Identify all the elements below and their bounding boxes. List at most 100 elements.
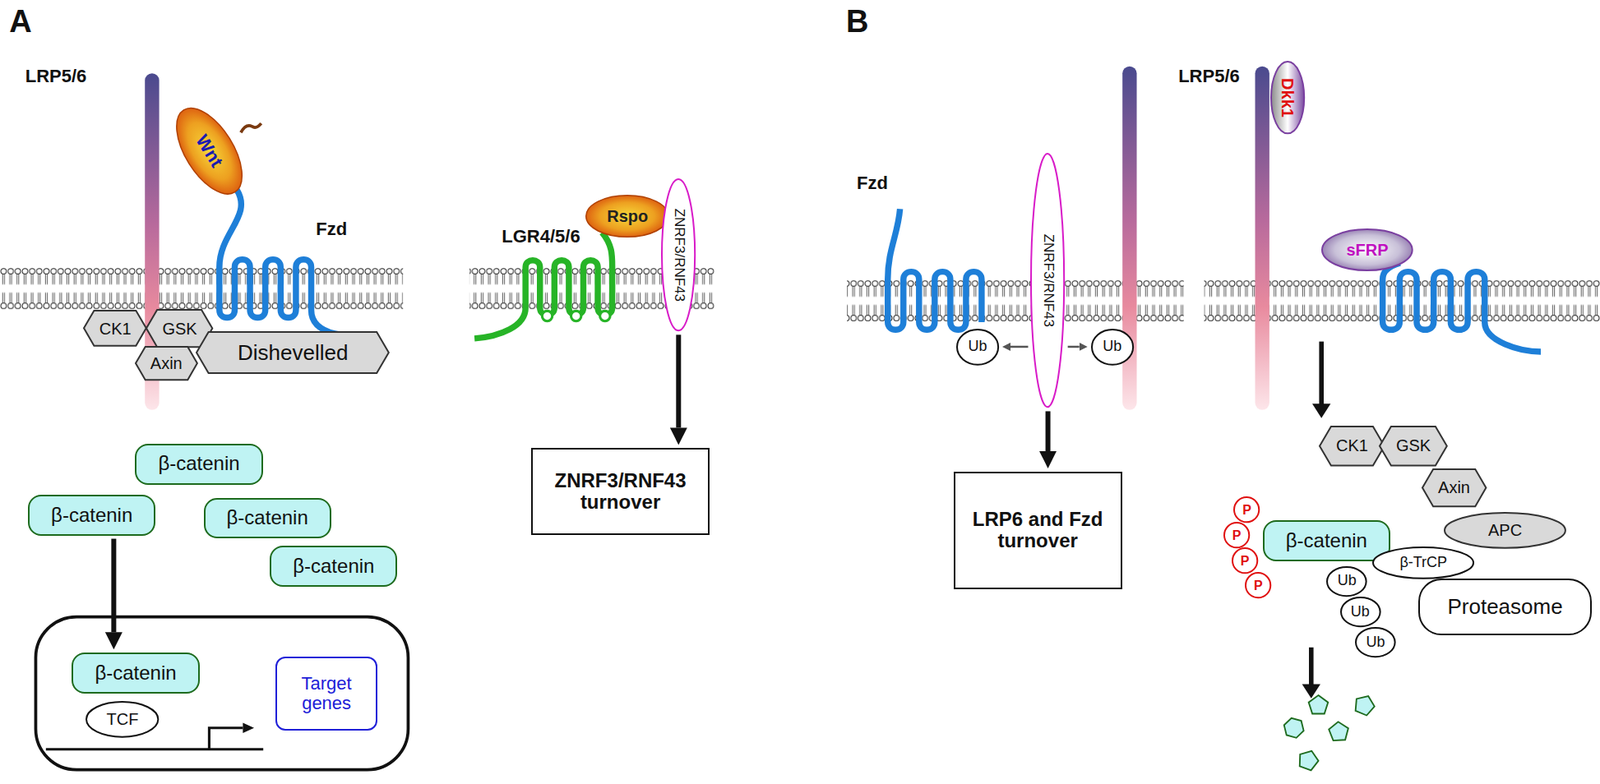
node-text: β-catenin: [157, 453, 240, 475]
complex-protein: CK1: [1318, 425, 1386, 468]
phosphate-circle: P: [1244, 572, 1272, 599]
frizzled-receptor: [1382, 263, 1541, 352]
sfrp-inhibitor: sFRP: [1321, 228, 1414, 272]
gene-line: [46, 748, 264, 751]
frizzled-receptor: [887, 208, 982, 330]
beta-catenin-box: β-catenin: [1262, 520, 1391, 562]
complex-protein: CK1: [83, 309, 148, 347]
ubiquitin-circle: Ub: [1091, 328, 1134, 366]
outline: [86, 702, 158, 738]
flow-arrow: [1318, 342, 1324, 407]
node-text: ZNRF3/RNF43: [670, 208, 687, 302]
rspo-ligand: Rspo: [585, 194, 670, 238]
peptide-fragment: [1284, 718, 1305, 739]
outline: [1422, 469, 1486, 507]
arrow: [1010, 346, 1028, 349]
wnt-ligand: Wnt: [162, 96, 257, 206]
node-text: CK1: [99, 319, 132, 338]
node-text: GSK: [1396, 436, 1431, 455]
ubiquitin-circle: Ub: [1340, 596, 1382, 628]
node-text: APC: [1488, 521, 1522, 540]
outline: [1245, 573, 1271, 598]
ubiquitin-circle: Ub: [1326, 566, 1368, 597]
node-text: LRP6 and Fzd turnover: [958, 508, 1118, 553]
dkk1-inhibitor: Dkk1: [1270, 60, 1305, 135]
outline: [1091, 329, 1133, 366]
node-text: Rspo: [606, 207, 648, 226]
outcome-box: LRP6 and Fzd turnover: [953, 471, 1123, 590]
node-text: P: [1242, 503, 1252, 518]
outline: [1341, 597, 1381, 627]
node-text: P: [1253, 578, 1263, 594]
peptide-fragment: [1308, 695, 1329, 714]
node-text: β-catenin: [226, 507, 309, 529]
node-text: β-catenin: [94, 662, 176, 685]
phosphate-circle: P: [1233, 496, 1260, 523]
outline: [1327, 567, 1367, 597]
beta-catenin-box: β-catenin: [27, 494, 156, 537]
flow-arrow: [1308, 647, 1314, 687]
panel-letter: A: [9, 4, 32, 40]
outline: [1234, 497, 1259, 523]
protein-label: LRP5/6: [1178, 66, 1240, 87]
target-genes-box: Target genes: [275, 656, 378, 731]
outcome-box: ZNRF3/RNF43 turnover: [531, 448, 710, 535]
node-text: Dkk1: [1278, 78, 1297, 118]
node-text: Ub: [967, 338, 987, 356]
promoter-head: [242, 723, 255, 734]
node-text: Axin: [150, 354, 183, 373]
node-text: Ub: [1337, 573, 1357, 590]
beta-catenin-box: β-catenin: [203, 498, 332, 540]
beta-catenin-box: β-catenin: [71, 652, 199, 694]
node-text: sFRP: [1345, 240, 1388, 259]
panel-letter: B: [846, 4, 869, 40]
node-text: P: [1232, 528, 1242, 544]
lgr-loop: [541, 310, 552, 321]
peptide-fragment: [1328, 721, 1349, 741]
outline: [163, 97, 256, 205]
promoter-arrow: [208, 728, 243, 750]
complex-protein: GSK: [1378, 425, 1448, 468]
node-text: β-TrCP: [1399, 554, 1448, 572]
peptide-fragment: [1299, 751, 1319, 772]
node-text: Ub: [1365, 634, 1385, 652]
ubiquitin-circle: Ub: [956, 328, 999, 366]
node-text: β-catenin: [292, 555, 375, 578]
complex-protein: Dishevelled: [195, 331, 390, 375]
arrow: [1045, 411, 1051, 452]
lgr-loop: [570, 310, 581, 321]
illustration: [0, 66, 1600, 772]
outline: [957, 329, 999, 366]
outline: [1379, 426, 1448, 467]
membrane: [0, 267, 403, 310]
lipid-tail: [240, 123, 262, 133]
apc-oval: APC: [1443, 512, 1567, 550]
outline: [196, 332, 389, 374]
arrow: [675, 334, 681, 428]
outline: [1271, 61, 1305, 134]
outline: [1373, 547, 1474, 579]
node-text: TCF: [106, 710, 139, 729]
e3-ligase-oval: ZNRF3/RNF43: [661, 178, 696, 332]
node-text: CK1: [1336, 436, 1369, 455]
outline: [1319, 426, 1385, 467]
complex-protein: Axin: [134, 346, 199, 381]
flow-arrowhead: [1312, 403, 1331, 418]
node-text: GSK: [161, 319, 197, 338]
lrp-receptor: [1255, 66, 1270, 411]
lgr-loop: [600, 310, 611, 321]
outline: [1031, 153, 1064, 407]
proteasome-box: Proteasome: [1418, 578, 1592, 637]
protein-label: Fzd: [315, 219, 347, 240]
beta-catenin-box: β-catenin: [269, 545, 398, 588]
node-text: Target genes: [280, 674, 373, 714]
tcf-oval: TCF: [85, 701, 159, 739]
arrow: [110, 539, 116, 634]
node-text: Dishevelled: [237, 341, 348, 366]
complex-protein: Axin: [1421, 468, 1487, 508]
node-text: β-catenin: [1285, 530, 1368, 552]
peptide-fragment: [1355, 696, 1375, 716]
outline: [135, 346, 198, 380]
